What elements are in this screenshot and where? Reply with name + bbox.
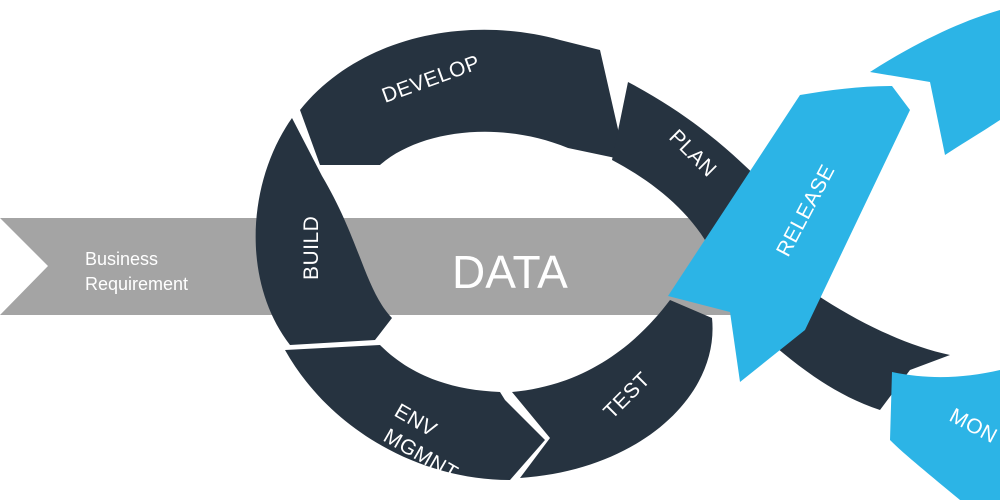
segment-develop <box>300 29 625 165</box>
segment-release <box>668 86 910 382</box>
segment-monitor <box>890 370 1000 500</box>
input-label-line2: Requirement <box>85 274 188 294</box>
segment-build <box>255 118 392 345</box>
segment-env-mgmnt <box>285 345 545 480</box>
dark-loop <box>255 29 950 480</box>
center-label: DATA <box>452 246 568 298</box>
segment-test <box>512 300 713 478</box>
build-label: BUILD <box>300 216 323 280</box>
segment-upper-right <box>870 10 1000 155</box>
input-label-line1: Business <box>85 249 158 269</box>
blue-loop <box>668 10 1000 500</box>
data-band <box>0 218 735 315</box>
